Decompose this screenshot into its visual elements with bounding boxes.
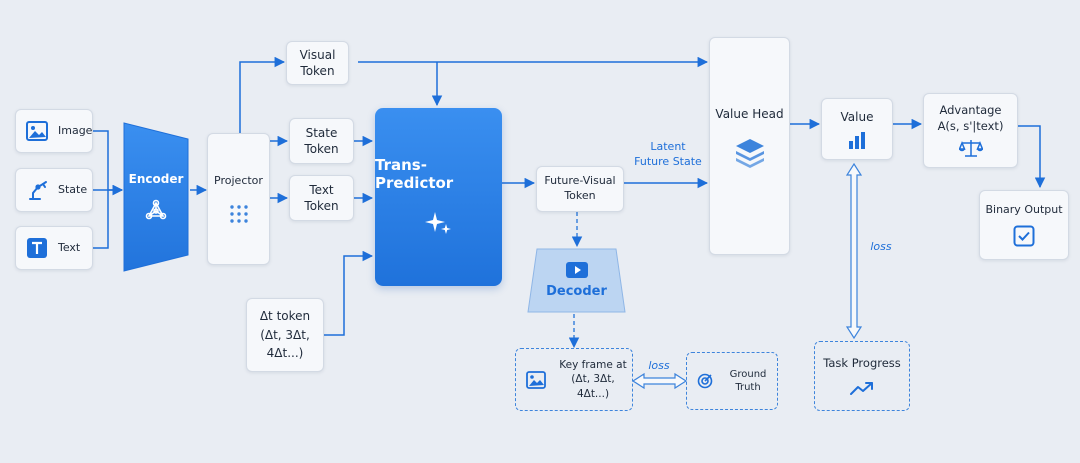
future-visual-token-block: Future-Visual Token [536, 166, 624, 212]
task-progress-block: Task Progress [814, 341, 910, 411]
task-progress-label: Task Progress [823, 356, 901, 371]
state-token-label: State Token [304, 125, 339, 156]
image-icon [26, 121, 48, 141]
edge-dt-trans [324, 250, 374, 336]
trend-up-icon [849, 380, 875, 396]
advantage-label: Advantage A(s, s'|text) [937, 102, 1004, 133]
trans-predictor-block: Trans-Predictor [375, 108, 502, 286]
input-image-label: Image [58, 123, 93, 137]
layers-stack-icon [734, 136, 766, 169]
edge-advantage-binary [1018, 125, 1046, 189]
key-frame-label: Key frame at (Δt, 3Δt, 4Δt...) [559, 359, 627, 400]
robot-arm-icon [26, 179, 48, 201]
balance-scale-icon [958, 138, 983, 158]
dt-token-block: Δt token (Δt, 3Δt, 4Δt...) [246, 298, 324, 372]
visual-token-block: Visual Token [286, 41, 349, 85]
future-visual-token-label: Future-Visual Token [544, 174, 616, 202]
input-state: State [15, 168, 93, 212]
binary-output-label: Binary Output [985, 202, 1063, 216]
play-video-icon [565, 262, 588, 278]
checkbox-icon [1013, 225, 1035, 247]
state-token-block: State Token [289, 118, 354, 164]
value-block: Value [821, 98, 893, 160]
target-icon [697, 373, 713, 389]
edge-value-taskprogress [845, 162, 863, 340]
text-token-label: Text Token [304, 182, 339, 213]
projector-block: Projector [207, 133, 270, 265]
edge-text-encoder [93, 190, 109, 249]
key-frame-block: Key frame at (Δt, 3Δt, 4Δt...) [515, 348, 633, 411]
value-head-label: Value Head [715, 107, 784, 121]
visual-token-label: Visual Token [299, 47, 336, 78]
binary-output-block: Binary Output [979, 190, 1069, 260]
loss-keyframe-label: loss [648, 359, 670, 372]
input-text-label: Text [58, 240, 81, 254]
advantage-block: Advantage A(s, s'|text) [923, 93, 1018, 168]
ground-truth-label: Ground Truth [729, 368, 767, 394]
text-token-block: Text Token [289, 175, 354, 221]
projector-label: Projector [214, 173, 263, 187]
encoder-block: Encoder [122, 121, 190, 273]
decoder-block: Decoder [527, 248, 626, 313]
sparkle-icon [424, 208, 454, 238]
bar-chart-icon [847, 131, 867, 150]
decoder-label: Decoder [546, 284, 607, 299]
edge-keyframe-groundtruth [631, 372, 688, 390]
encoder-label: Encoder [128, 172, 184, 186]
edge-image-encoder [93, 130, 124, 196]
value-head-block: Value Head [709, 37, 790, 255]
dot-grid-icon [229, 204, 249, 224]
input-text: Text [15, 226, 93, 270]
text-t-icon [26, 237, 48, 259]
network-graph-icon [143, 198, 169, 222]
input-image: Image [15, 109, 93, 153]
loss-value-label: loss [870, 240, 892, 253]
input-state-label: State [58, 182, 88, 196]
dt-token-label: Δt token (Δt, 3Δt, 4Δt...) [259, 309, 311, 361]
ground-truth-block: Ground Truth [686, 352, 778, 410]
latent-future-state-label: Latent Future State [634, 140, 702, 169]
key-frame-image-icon [526, 370, 546, 389]
trans-predictor-label: Trans-Predictor [375, 156, 454, 192]
edge-projector-visual [239, 56, 286, 133]
value-label: Value [840, 109, 874, 124]
